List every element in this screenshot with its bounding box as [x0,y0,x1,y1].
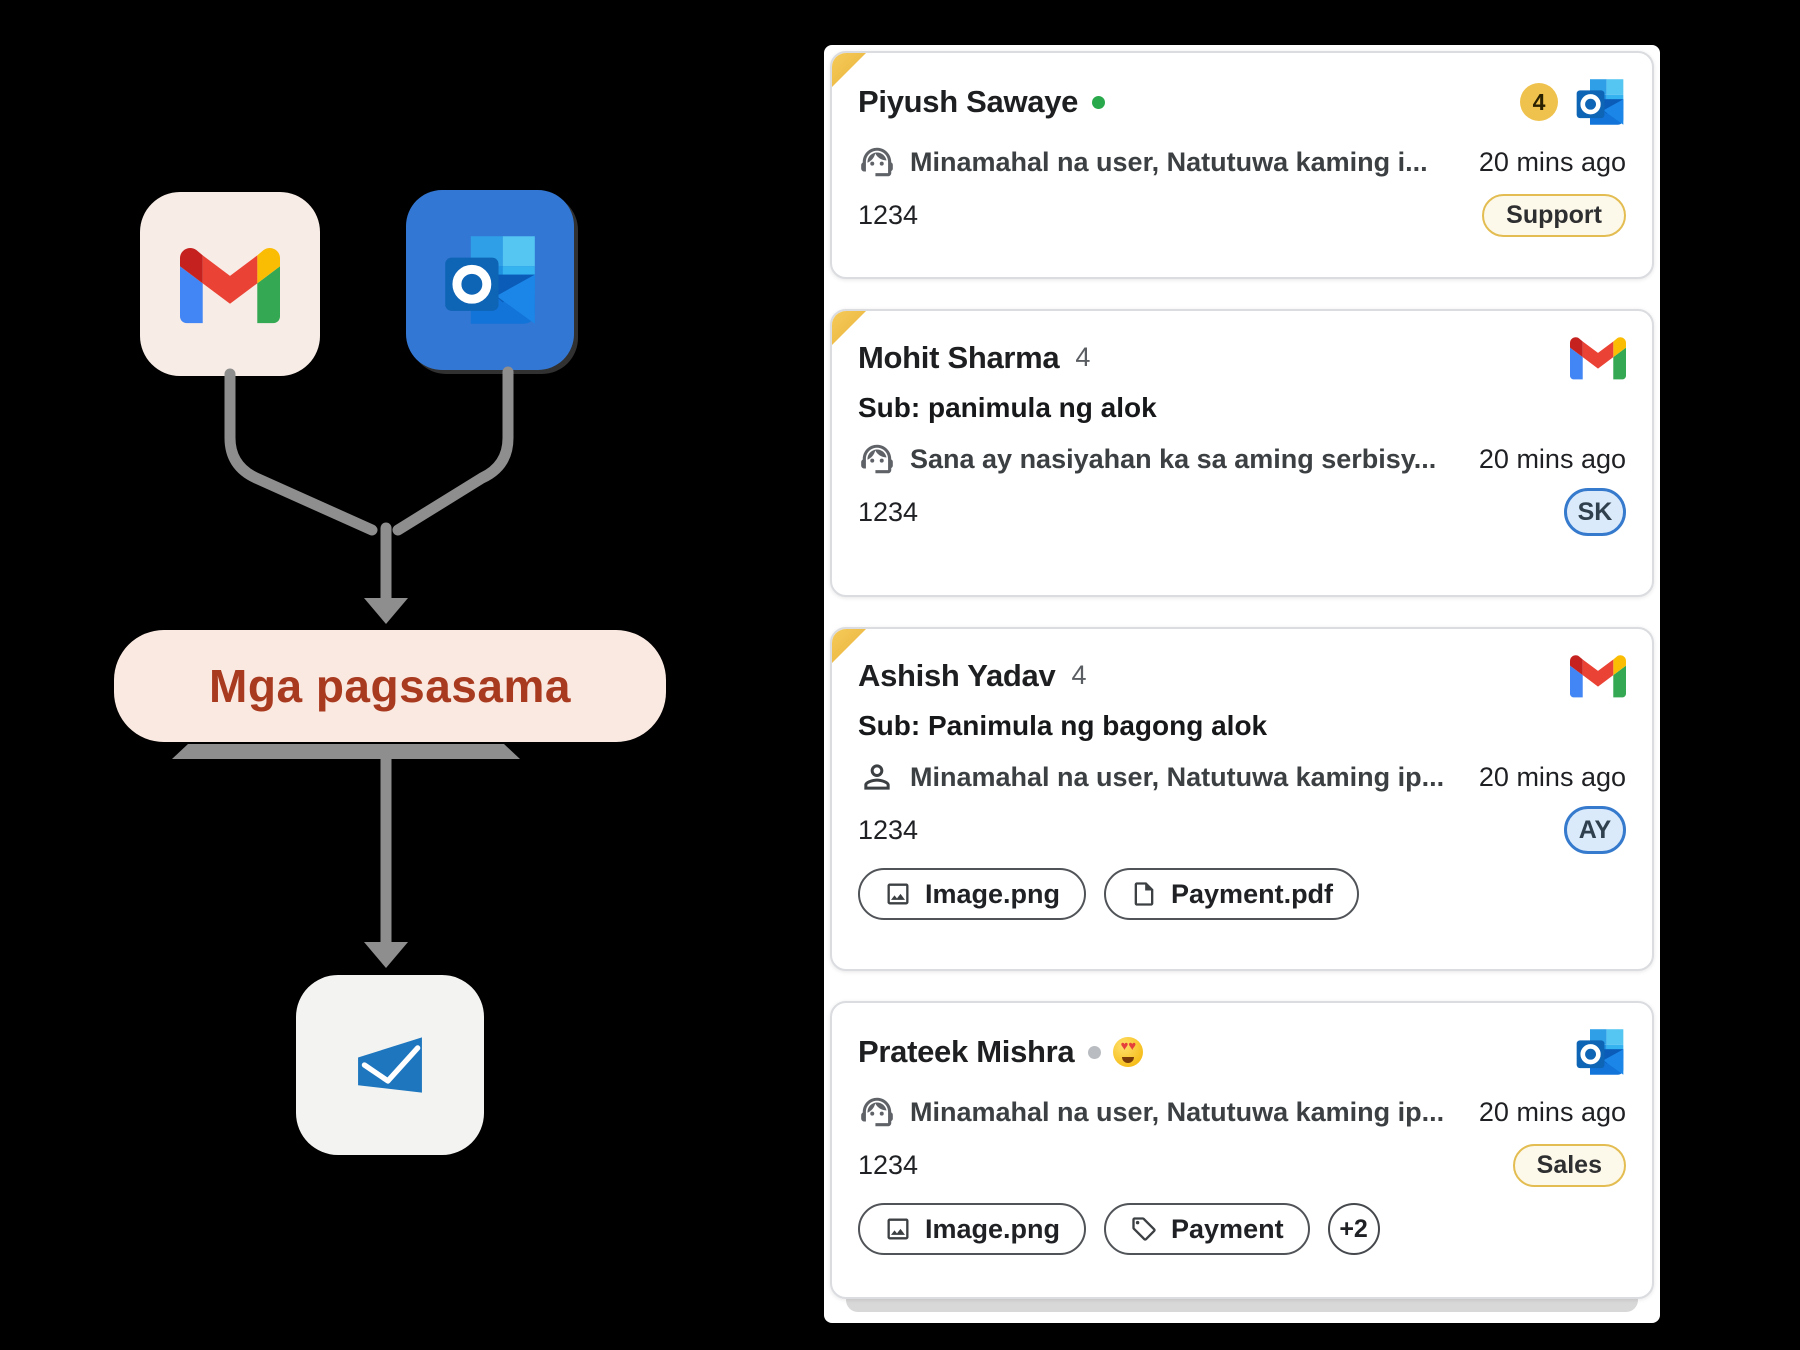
attachment-label: Payment.pdf [1171,878,1334,909]
timestamp: 20 mins ago [1478,761,1626,792]
away-status-dot [1088,1045,1102,1059]
email-card[interactable]: Ashish Yadav 4 Sub: Panimula ng bagong a… [830,627,1654,971]
attachment-chip[interactable]: Image.png [858,868,1087,920]
more-attachments-button[interactable]: +2 [1327,1203,1380,1255]
ticket-id: 1234 [858,496,919,527]
person-icon [864,764,890,790]
attachment-chip[interactable]: Image.png [858,1203,1087,1255]
arrow-down-icon [364,942,408,968]
gmail-icon [1570,655,1626,698]
email-card[interactable]: Piyush Sawaye 4 Minamahal na user, Natut… [830,51,1654,279]
arrow-down-icon [364,598,408,624]
outlook-icon [1574,1027,1626,1077]
avatar: AY [1564,806,1626,854]
heart-eyes-emoji-icon [1113,1037,1144,1067]
online-status-dot [1092,95,1106,109]
attachment-chip[interactable]: Payment [1104,1203,1310,1255]
inbox-panel: Piyush Sawaye 4 Minamahal na user, Natut… [824,45,1660,1323]
support-agent-icon [861,444,893,474]
email-card[interactable]: Mohit Sharma 4 Sub: panimula ng alok San… [830,309,1654,597]
subject-line: Sub: Panimula ng bagong alok [858,710,1268,741]
attachment-label: Image.png [925,1213,1061,1244]
message-preview: Minamahal na user, Natutuwa kaming ip... [910,761,1445,792]
outlook-source-tile [406,190,574,370]
sales-tag-chip[interactable]: Sales [1512,1143,1626,1187]
attachment-chip[interactable]: Payment.pdf [1104,868,1360,920]
support-agent-icon [861,1097,893,1127]
sender-name: Ashish Yadav [858,657,1056,693]
attachment-label: Payment [1171,1213,1284,1244]
ticket-id: 1234 [858,1149,919,1180]
support-agent-icon [861,147,893,177]
image-icon [887,1218,909,1240]
timestamp: 20 mins ago [1478,443,1626,474]
thread-count: 4 [1075,342,1091,372]
avatar: SK [1564,488,1626,536]
stacked-card-peek [846,1299,1638,1312]
gmail-icon [1570,337,1626,380]
email-card[interactable]: Prateek Mishra Minamahal na user, Natutu… [830,1001,1654,1299]
sender-name: Piyush Sawaye [858,84,1079,119]
sender-name: Mohit Sharma [858,339,1060,375]
timestamp: 20 mins ago [1478,146,1626,177]
integrations-hub-pill: Mga pagsasama [114,630,666,742]
hub-base-shadow [172,744,520,759]
subject-line: Sub: panimula ng alok [858,392,1157,423]
support-tag-chip[interactable]: Support [1482,193,1626,237]
gmail-source-tile [140,192,320,376]
image-icon [887,883,909,905]
file-icon [1134,882,1154,906]
ticket-id: 1234 [858,199,919,230]
attachment-label: Image.png [925,878,1061,909]
ticket-id: 1234 [858,814,919,845]
tag-icon [1132,1217,1156,1241]
email-output-tile [296,975,484,1155]
timestamp: 20 mins ago [1478,1096,1626,1127]
send-email-icon [350,1032,430,1098]
unread-count-badge: 4 [1520,83,1558,121]
outlook-icon [1574,77,1626,127]
message-preview: Minamahal na user, Natutuwa kaming ip... [910,1096,1445,1127]
thread-count: 4 [1071,660,1087,690]
gmail-logo-icon [180,247,280,324]
message-preview: Sana ay nasiyahan ka sa aming serbisy... [910,443,1437,474]
outlook-logo-icon [438,232,542,328]
message-preview: Minamahal na user, Natutuwa kaming i... [910,146,1428,177]
hub-label: Mga pagsasama [209,660,571,712]
sender-name: Prateek Mishra [858,1034,1075,1069]
